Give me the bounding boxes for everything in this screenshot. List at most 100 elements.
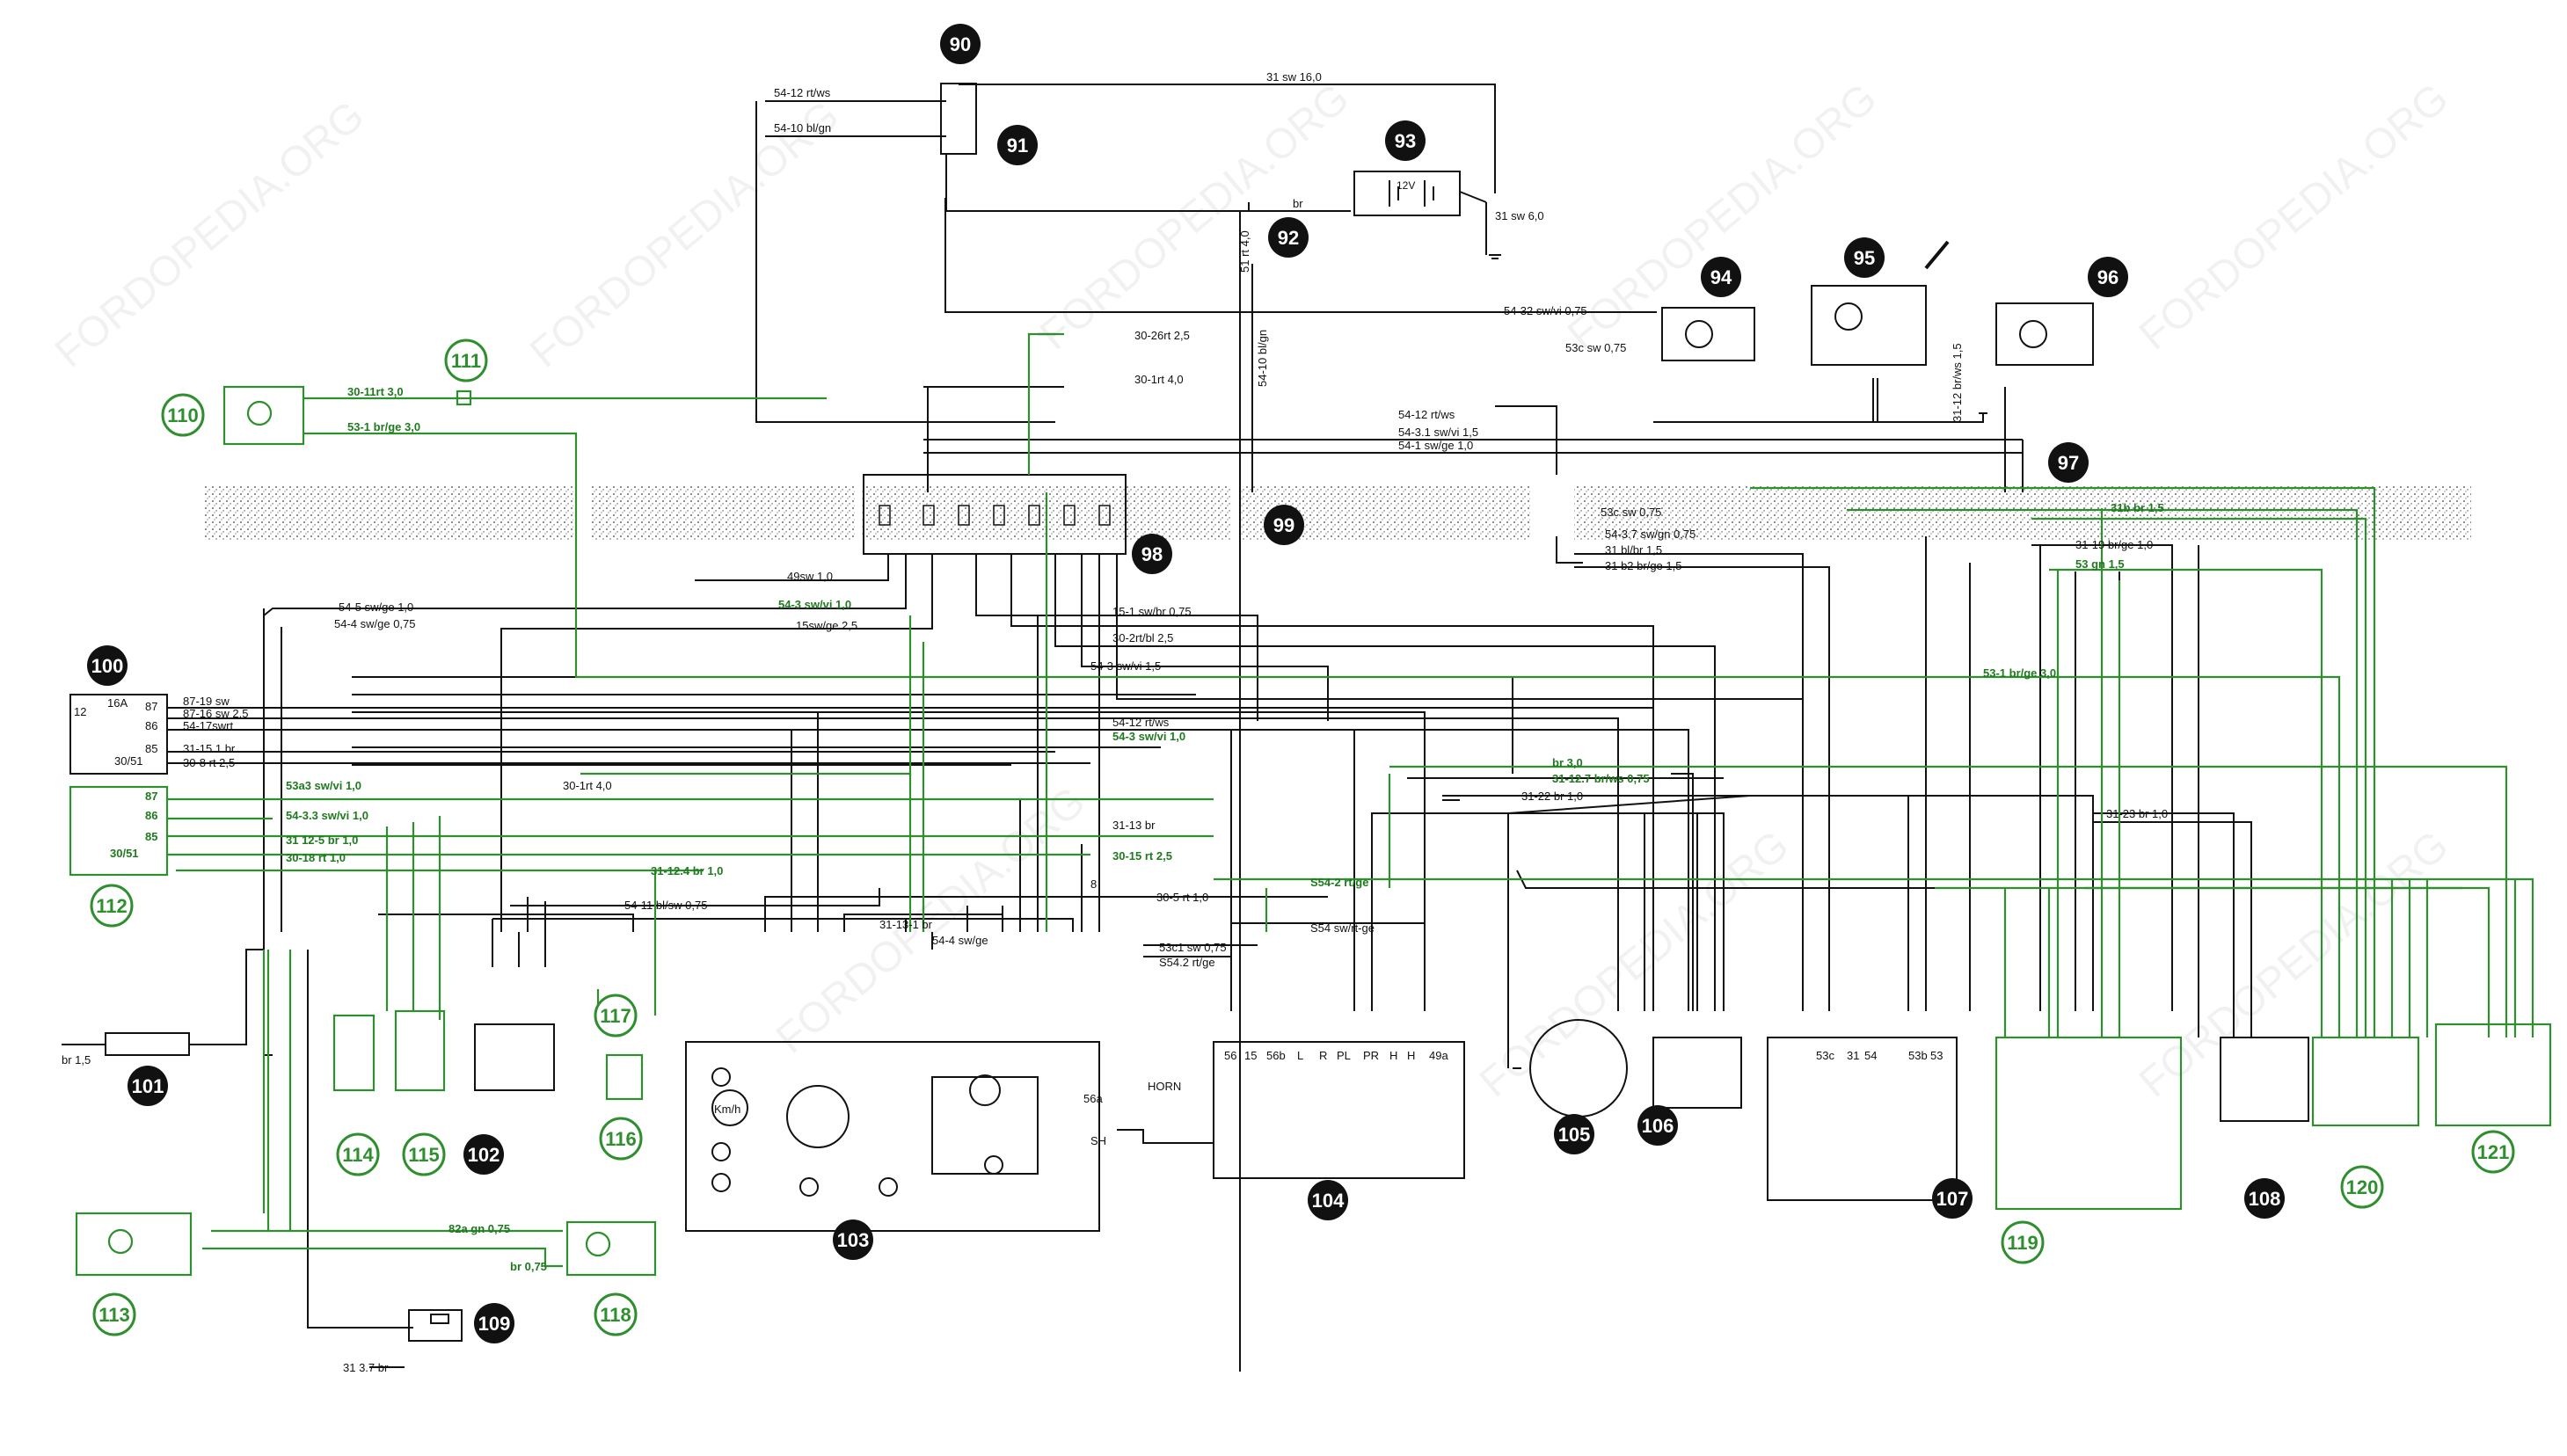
label: 15sw/ge 2,5: [796, 619, 857, 632]
component-badge-90: 90: [940, 24, 981, 64]
motor-113-box: [75, 1212, 193, 1277]
component-badge-96: 96: [2088, 257, 2128, 297]
component-badge-114: 114: [336, 1132, 380, 1176]
label: PR: [1363, 1049, 1379, 1062]
component-badge-121: 121: [2471, 1130, 2515, 1174]
wire-labels: 54-12 rt/ws 54-10 bl/gn 31 sw 16,0 br 31…: [62, 70, 2168, 1374]
watermark-text: FORDOPEDIA.ORG: [1471, 822, 1798, 1106]
component-number: 118: [600, 1304, 631, 1326]
label: Km/h: [714, 1103, 740, 1116]
component-number: 104: [1312, 1190, 1345, 1212]
component-badge-99: 99: [1264, 505, 1304, 545]
label: HORN: [1148, 1080, 1181, 1093]
component-badge-117: 117: [594, 994, 638, 1037]
label: 30/51: [110, 847, 139, 860]
component-badge-100: 100: [87, 645, 128, 686]
component-badge-98: 98: [1132, 534, 1172, 574]
motor-96-box: [1995, 302, 2094, 366]
label: 31-12.4 br 1,0: [651, 864, 723, 877]
component-number: 95: [1854, 247, 1875, 269]
watermark-text: FORDOPEDIA.ORG: [2131, 75, 2457, 359]
label: 53b: [1908, 1049, 1928, 1062]
label: 54-10 bl/gn: [774, 121, 831, 135]
component-number: 102: [468, 1144, 500, 1166]
label: 31: [1847, 1049, 1859, 1062]
component-badge-91: 91: [997, 125, 1038, 165]
component-number: 114: [342, 1144, 374, 1166]
label: 31-22 br 1,0: [1521, 790, 1583, 803]
switch-114-box: [332, 1014, 376, 1092]
label: 56: [1224, 1049, 1236, 1062]
motor-94-box: [1661, 307, 1755, 361]
component-number: 115: [408, 1144, 440, 1166]
label: 87: [145, 700, 157, 713]
label: 53c sw 0,75: [1565, 341, 1626, 354]
component-number: 107: [1936, 1188, 1969, 1210]
label: 49a: [1429, 1049, 1448, 1062]
label: 31-15.1 br: [183, 742, 236, 755]
label: 30/51: [114, 754, 143, 768]
watermark-text: FORDOPEDIA.ORG: [1559, 75, 1885, 359]
component-number: 91: [1007, 135, 1028, 157]
label: br 3,0: [1552, 756, 1583, 769]
component-number: 116: [605, 1128, 637, 1150]
component-badge-103: 103: [833, 1219, 873, 1260]
label: S54 sw/rt-ge: [1310, 921, 1375, 935]
component-number: 99: [1273, 514, 1294, 536]
label: 53c sw 0,75: [1601, 506, 1661, 519]
label: 85: [145, 742, 157, 755]
component-badge-113: 113: [92, 1292, 136, 1336]
label: 30-11rt 3,0: [347, 385, 404, 398]
label: 53 gn 1,5: [2075, 557, 2125, 571]
component-number: 121: [2477, 1141, 2510, 1163]
component-number: 110: [167, 404, 199, 426]
component-badge-94: 94: [1701, 257, 1741, 297]
component-number: 101: [132, 1075, 164, 1097]
label: 82a gn 0,75: [448, 1222, 510, 1235]
label: 53a3 sw/vi 1,0: [286, 779, 361, 792]
component-badge-118: 118: [594, 1292, 638, 1336]
label: 53-1 br/ge 3,0: [1983, 666, 2056, 680]
label: S54.2 rt/ge: [1159, 956, 1215, 969]
label: 31-12 br/ws 1,5: [1951, 343, 1964, 422]
motor-95-box: [1811, 285, 1927, 366]
component-number: 100: [91, 655, 124, 677]
label: 54-4 sw/ge: [932, 934, 988, 947]
switch-121-box: [2434, 1023, 2552, 1127]
label: 15: [1244, 1049, 1257, 1062]
component-badge-109: 109: [474, 1303, 514, 1343]
watermark-text: FORDOPEDIA.ORG: [2131, 822, 2457, 1106]
label: 31 12-5 br 1,0: [286, 834, 358, 847]
watermark-text: FORDOPEDIA.ORG: [1032, 75, 1358, 359]
label: 31 sw 16,0: [1266, 70, 1322, 84]
switch-107-box: [1767, 1037, 1958, 1201]
component-number: 94: [1710, 266, 1732, 288]
label: 54-3 sw/vi 1,5: [1090, 659, 1161, 673]
component-badge-101: 101: [128, 1066, 168, 1106]
label: 53c: [1816, 1049, 1834, 1062]
label: 54-12 rt/ws: [774, 86, 831, 99]
label: 56a: [1083, 1092, 1103, 1105]
label: PL: [1337, 1049, 1351, 1062]
label: 85: [145, 830, 157, 843]
component-badge-106: 106: [1637, 1105, 1678, 1146]
label: 87: [145, 790, 157, 803]
label: 54-10 bl/gn: [1256, 330, 1269, 387]
label: 30-8 rt 2,5: [183, 756, 235, 769]
label: 56b: [1266, 1049, 1286, 1062]
label: 54-3 sw/vi 1,0: [1112, 730, 1185, 743]
lamp-116-box: [605, 1053, 644, 1101]
switch-102-box: [474, 1023, 555, 1091]
label: 86: [145, 809, 157, 822]
component-number: 113: [98, 1304, 130, 1326]
label: SH: [1090, 1134, 1106, 1147]
label: 51 rt 4,0: [1238, 230, 1251, 273]
components-black: [69, 83, 2309, 1342]
green-wires: [167, 332, 2534, 1268]
component-number: 112: [96, 895, 128, 917]
switch-119-box: [1995, 1036, 2183, 1211]
label: 31-13-1 br: [879, 918, 933, 931]
component-number: 103: [837, 1229, 870, 1251]
label: 31 3.7 br: [343, 1361, 389, 1374]
